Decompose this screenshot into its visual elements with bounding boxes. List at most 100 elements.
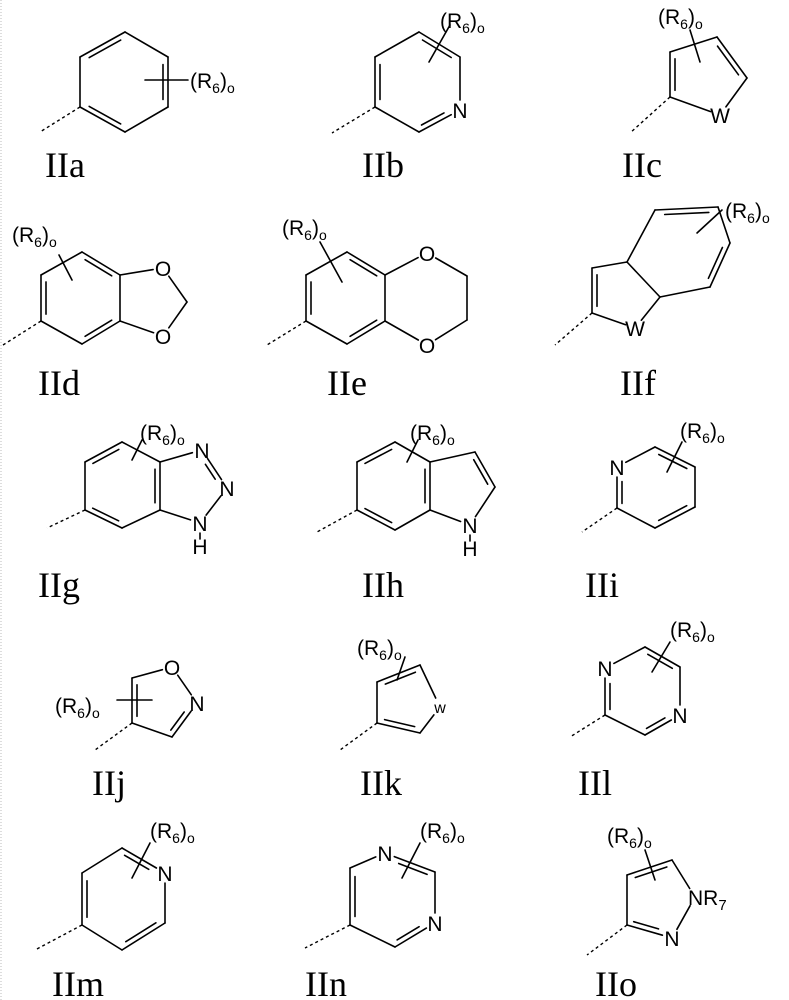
single-bond bbox=[641, 297, 660, 320]
single-bond bbox=[125, 107, 168, 132]
attachment-bond-dashed bbox=[340, 723, 377, 750]
single-bond bbox=[592, 262, 627, 268]
structure-iil: NN(R6)oIIl bbox=[570, 619, 715, 803]
single-bond bbox=[41, 252, 82, 275]
single-bond bbox=[82, 925, 122, 950]
single-bond bbox=[476, 487, 496, 517]
substituent-sub: 6 bbox=[162, 432, 170, 448]
atom-label-o: O bbox=[419, 243, 435, 266]
substituent-index: o bbox=[695, 16, 703, 32]
substituent-label-r6: (R6)o bbox=[282, 217, 327, 243]
compound-label: IIb bbox=[362, 145, 404, 185]
double-bond bbox=[645, 647, 680, 667]
substituent-label-r6: (R6)o bbox=[680, 420, 725, 446]
single-bond bbox=[430, 452, 475, 462]
substituent-index: o bbox=[177, 432, 185, 448]
compound-label: IIg bbox=[38, 565, 80, 605]
substituent-index: o bbox=[644, 835, 652, 851]
substituent-sub: 6 bbox=[432, 432, 440, 448]
substituent-open: (R bbox=[658, 6, 680, 29]
substituent-label-r6: (R6)o bbox=[440, 10, 485, 36]
atom-label-n: N bbox=[189, 693, 204, 716]
single-bond bbox=[375, 107, 419, 132]
structure-iie: OO(R6)oIIe bbox=[267, 217, 467, 403]
double-bond bbox=[82, 321, 120, 344]
substituent-open: (R bbox=[410, 422, 432, 445]
substituent-index: o bbox=[447, 432, 455, 448]
substituent-close: ) bbox=[170, 422, 177, 445]
structure-iin: NN(R6)oIIn bbox=[305, 820, 465, 1000]
compound-label: IIi bbox=[585, 565, 619, 605]
single-bond bbox=[395, 510, 430, 530]
compound-label: IId bbox=[38, 363, 80, 403]
atom-nr: NR bbox=[688, 887, 718, 910]
double-bond bbox=[655, 207, 718, 210]
double-bond bbox=[357, 510, 395, 530]
substituent-sub: 6 bbox=[462, 20, 470, 36]
double-bond bbox=[710, 243, 730, 287]
structure-iih: NH(R6)oIIh bbox=[317, 422, 495, 605]
substituent-sub: 6 bbox=[702, 430, 710, 446]
atom-label-o: O bbox=[419, 335, 435, 358]
substituent-label-r6: (R6)o bbox=[607, 825, 652, 851]
substituent-label-r6: (R6)o bbox=[140, 422, 185, 448]
substituent-label-r6: (R6)o bbox=[725, 200, 770, 226]
attachment-bond-dashed bbox=[555, 313, 592, 345]
atom-label-n: N bbox=[377, 843, 392, 866]
structure-iim: N(R6)oIIm bbox=[35, 820, 195, 1000]
double-bond bbox=[80, 32, 125, 57]
structure-iic: W (R6)oIIc bbox=[622, 6, 747, 185]
single-bond bbox=[125, 32, 168, 57]
attachment-bond-dashed bbox=[40, 107, 80, 132]
double-bond-inner-line bbox=[422, 113, 445, 125]
single-bond bbox=[436, 258, 467, 276]
compound-label: IIh bbox=[362, 565, 404, 605]
single-bond bbox=[436, 320, 468, 340]
single-bond bbox=[605, 715, 645, 735]
double-bond bbox=[208, 458, 222, 479]
single-bond bbox=[726, 78, 747, 107]
double-bond bbox=[85, 442, 122, 462]
double-bond-inner-line bbox=[93, 508, 119, 521]
single-bond bbox=[82, 848, 122, 873]
atom-label-w: W bbox=[710, 105, 730, 128]
substituent-open: (R bbox=[55, 695, 77, 718]
single-bond bbox=[672, 860, 690, 889]
atom-label-n: N bbox=[452, 100, 467, 123]
double-bond bbox=[717, 37, 747, 78]
single-bond bbox=[120, 270, 153, 275]
substituent-close: ) bbox=[440, 422, 447, 445]
substituent-index: o bbox=[319, 227, 327, 243]
substituent-close: ) bbox=[450, 820, 457, 843]
single-bond bbox=[670, 97, 711, 112]
substituent-open: (R bbox=[150, 820, 172, 843]
single-bond bbox=[627, 262, 660, 297]
atom-label-w: W bbox=[625, 318, 645, 341]
compound-label: IIl bbox=[578, 763, 612, 803]
compound-label: IIn bbox=[305, 964, 347, 1000]
substituent-index: o bbox=[187, 830, 195, 846]
substituent-label-r6: (R6)o bbox=[658, 6, 703, 32]
substituent-open: (R bbox=[607, 825, 629, 848]
atom-label-n: N bbox=[194, 440, 209, 463]
single-bond bbox=[627, 210, 655, 262]
substituent-close: ) bbox=[470, 10, 477, 33]
compound-label: IIa bbox=[45, 145, 85, 185]
substituent-close: ) bbox=[85, 695, 92, 718]
attachment-bond-dashed bbox=[267, 321, 306, 345]
attachment-bond-dashed bbox=[582, 508, 617, 532]
substituent-index: o bbox=[717, 430, 725, 446]
single-bond bbox=[132, 670, 162, 678]
compound-label: IIc bbox=[622, 145, 662, 185]
atom-label-n: N bbox=[672, 705, 687, 728]
substituent-sub: 6 bbox=[629, 835, 637, 851]
substituent-index: o bbox=[457, 830, 465, 846]
substituent-sub: 6 bbox=[304, 227, 312, 243]
single-bond bbox=[122, 510, 160, 528]
substituent-open: (R bbox=[282, 217, 304, 240]
substituent-index: o bbox=[49, 234, 57, 250]
substituent-bond bbox=[690, 30, 700, 62]
double-bond-inner-line bbox=[385, 672, 415, 684]
substituent-sub: 6 bbox=[680, 16, 688, 32]
single-bond bbox=[614, 647, 645, 663]
